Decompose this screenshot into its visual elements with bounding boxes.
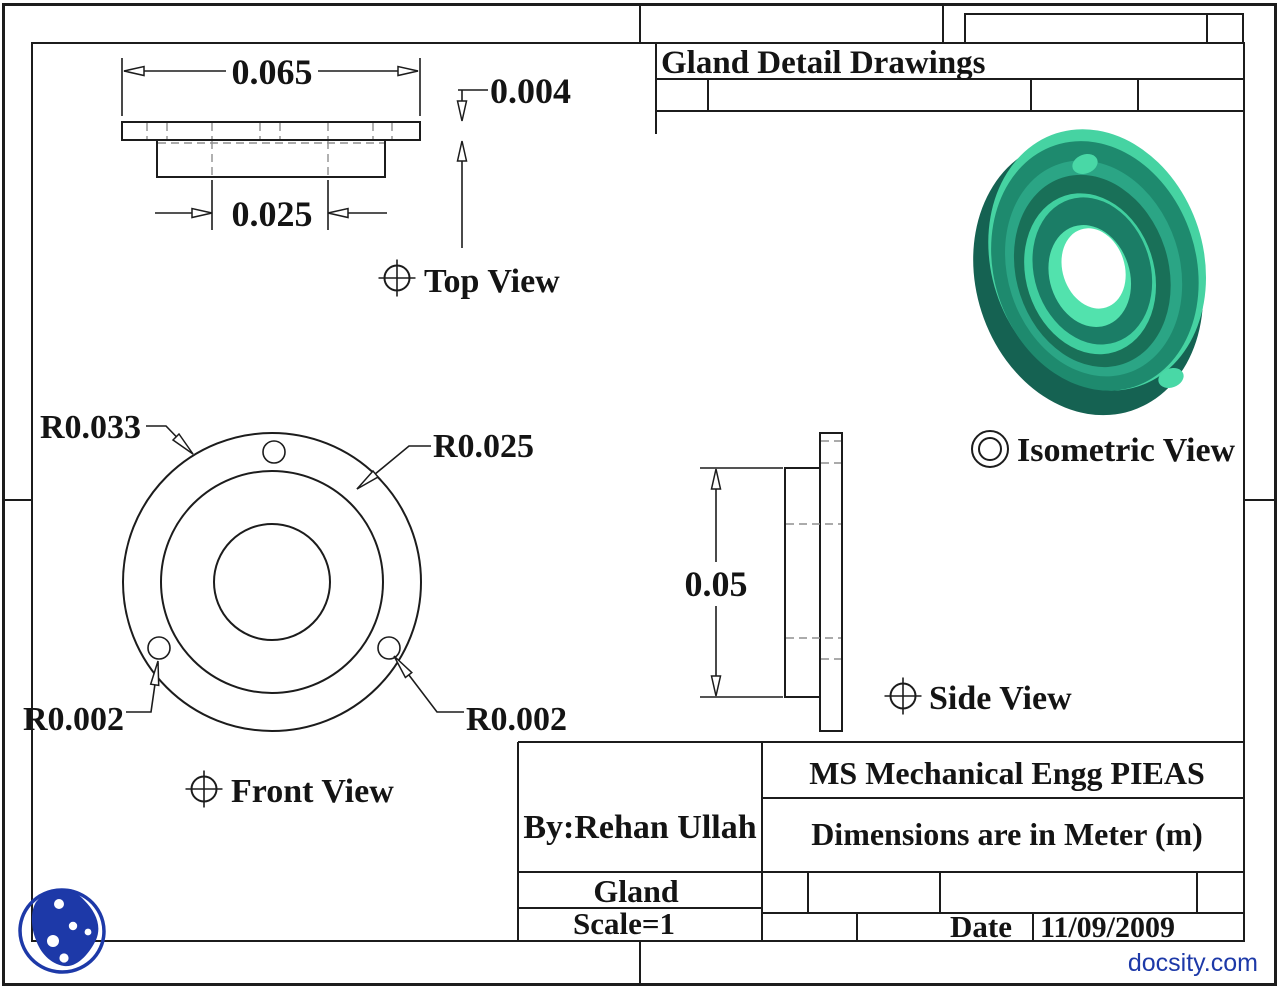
datum-target-icon bbox=[185, 770, 223, 808]
centering-tick-marks bbox=[3, 4, 1276, 984]
dim-front-outer-text: R0.033 bbox=[40, 409, 141, 446]
datum-target-icon bbox=[378, 259, 416, 297]
part-name-text: Gland bbox=[593, 873, 679, 909]
docsity-logo bbox=[18, 888, 106, 974]
drawing-title: Gland Detail Drawings bbox=[661, 45, 986, 81]
isometric-view-label: Isometric View bbox=[971, 430, 1236, 469]
dim-front-middle: R0.025 bbox=[356, 428, 534, 490]
iso-bolt-hole-top bbox=[1072, 154, 1098, 174]
scale-text: Scale=1 bbox=[573, 906, 675, 941]
dim-top-boss-text: 0.025 bbox=[232, 194, 313, 234]
dim-top-width-text: 0.065 bbox=[232, 52, 313, 92]
front-view: R0.033 R0.025 R0.002 R0.002 Front View bbox=[23, 409, 567, 810]
dim-front-hole-left-text: R0.002 bbox=[23, 701, 124, 738]
title-block: By:Rehan Ullah MS Mechanical Engg PIEAS … bbox=[517, 741, 1244, 944]
date-label-text: Date bbox=[950, 909, 1012, 944]
dim-front-hole-right: R0.002 bbox=[393, 655, 567, 738]
front-view-label-text: Front View bbox=[231, 773, 394, 810]
iso-bolt-hole-bottom bbox=[1158, 368, 1184, 388]
side-view-label: Side View bbox=[884, 677, 1072, 717]
top-view-geometry bbox=[121, 121, 421, 178]
revision-box bbox=[964, 13, 1244, 44]
dim-front-middle-text: R0.025 bbox=[433, 428, 534, 465]
double-circle-icon bbox=[971, 430, 1009, 468]
dim-top-width: 0.065 bbox=[121, 52, 421, 116]
front-view-label: Front View bbox=[185, 770, 394, 810]
side-view: 0.05 Side View bbox=[685, 432, 1072, 732]
top-view: 0.065 0.004 0.025 Top View bbox=[121, 52, 571, 300]
isometric-part-render bbox=[973, 129, 1207, 416]
date-value-text: 11/09/2009 bbox=[1040, 911, 1175, 944]
watermark-text: docsity.com bbox=[1128, 949, 1258, 977]
dim-top-thickness: 0.004 bbox=[456, 71, 571, 248]
author-text: By:Rehan Ullah bbox=[523, 809, 756, 846]
dim-front-outer: R0.033 bbox=[40, 409, 194, 455]
dim-side-height-text: 0.05 bbox=[685, 564, 748, 604]
side-view-label-text: Side View bbox=[929, 680, 1072, 717]
dim-side-height: 0.05 bbox=[685, 467, 783, 698]
dim-top-thickness-text: 0.004 bbox=[490, 71, 571, 111]
units-note-text: Dimensions are in Meter (m) bbox=[811, 816, 1203, 852]
front-view-geometry bbox=[122, 432, 422, 732]
top-view-label-text: Top View bbox=[424, 263, 560, 300]
organization-text: MS Mechanical Engg PIEAS bbox=[809, 755, 1205, 791]
dim-top-boss: 0.025 bbox=[155, 180, 387, 234]
inner-border bbox=[31, 42, 1245, 942]
dim-front-hole-left: R0.002 bbox=[23, 660, 160, 738]
top-view-label: Top View bbox=[378, 259, 560, 300]
side-view-geometry bbox=[784, 432, 843, 732]
dim-front-hole-right-text: R0.002 bbox=[466, 701, 567, 738]
isometric-view-label-text: Isometric View bbox=[1017, 432, 1236, 469]
header-table: Gland Detail Drawings bbox=[655, 43, 1244, 134]
datum-target-icon bbox=[884, 677, 922, 715]
